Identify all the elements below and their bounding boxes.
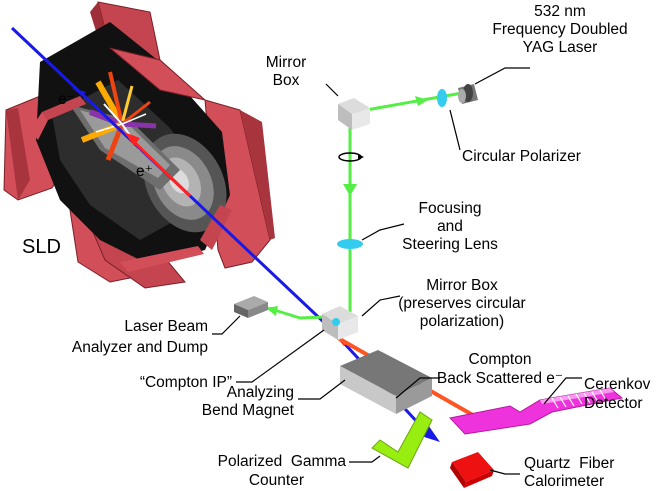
- circular-polarizer: [437, 89, 447, 107]
- positron-label: e⁺: [136, 163, 153, 180]
- calorimeter-label-line1: Quartz Fiber: [524, 455, 614, 472]
- mirror-box-bottom-label-line3: polarization): [420, 313, 504, 330]
- circular-polarizer-label: Circular Polarizer: [462, 148, 581, 165]
- focusing-lens-label-line1: Focusing: [419, 200, 482, 217]
- analyzing-magnet-label-line2: Bend Magnet: [202, 402, 295, 419]
- mirror-box-bottom: [322, 306, 358, 340]
- compton-backscattered-label-line2: Back Scattered e⁻: [437, 370, 563, 387]
- yag-laser: [458, 84, 478, 104]
- electron-beam-arrow-left: [72, 88, 86, 96]
- leader-lines: [212, 67, 582, 475]
- analyzing-bend-magnet: [340, 350, 432, 414]
- laser-label-line2: Frequency Doubled: [492, 21, 627, 38]
- mirror-box-bottom-label-line1: Mirror Box: [426, 277, 498, 294]
- positron-beam: [130, 138, 192, 198]
- laser-label-line3: YAG Laser: [523, 39, 598, 56]
- polarized-gamma-counter: [371, 411, 433, 469]
- sld-detector: [3, 1, 275, 289]
- sld-label: SLD: [22, 236, 61, 258]
- gamma-counter-label-line2: Counter: [249, 472, 304, 489]
- laser-dump-label-line1: Laser Beam: [124, 318, 208, 335]
- cerenkov-label-line2: Detector: [584, 395, 643, 412]
- compton-ip-label: “Compton IP”: [140, 374, 232, 391]
- rotation-symbol: [338, 152, 364, 162]
- laser-beam-analyzer: [234, 296, 268, 318]
- cerenkov-detector: [449, 387, 624, 435]
- focusing-lens: [337, 239, 363, 249]
- laser-dump-label-line2: Analyzer and Dump: [72, 339, 208, 356]
- quartz-fiber-calorimeter: [450, 452, 494, 488]
- positron-beam-arrow: [124, 132, 140, 146]
- electron-label: e⁻: [58, 91, 75, 108]
- analyzing-magnet-label-line1: Analyzing: [227, 384, 294, 401]
- calorimeter-label-line2: Calorimeter: [524, 473, 604, 490]
- mirror-box-top: [338, 98, 370, 130]
- cerenkov-label-line1: Cerenkov: [584, 376, 651, 393]
- mirror-box-bottom-label-line2: (preserves circular: [398, 295, 525, 312]
- mirror-box-top-label-line2: Box: [273, 72, 300, 89]
- laser-label-line1: 532 nm: [534, 3, 586, 20]
- focusing-lens-label-line3: Steering Lens: [402, 236, 498, 253]
- focusing-lens-label-line2: and: [437, 218, 463, 235]
- gamma-counter-label-line1: Polarized Gamma: [218, 453, 347, 470]
- mirror-box-top-label-line1: Mirror: [266, 54, 306, 71]
- compton-backscattered-label-line1: Compton: [469, 351, 532, 368]
